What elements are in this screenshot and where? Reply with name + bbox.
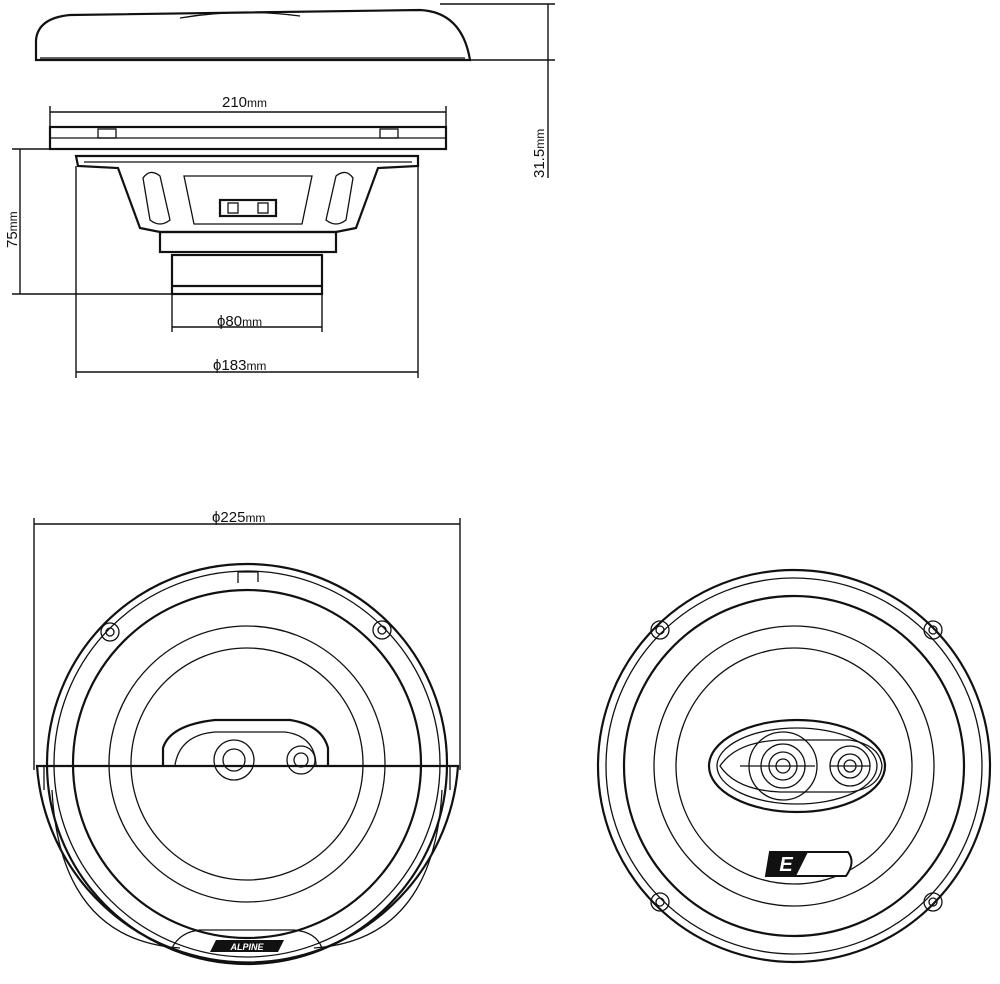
grille-diameter-dimension: ϕ225mm <box>33 509 461 770</box>
svg-text:31.5mm: 31.5mm <box>531 129 548 178</box>
magnet-diameter-unit: mm <box>242 315 262 329</box>
grille-side-profile <box>34 8 472 62</box>
brand-badge-text: ALPINE <box>229 942 264 952</box>
mount-width-dimension: 210mm <box>49 94 447 127</box>
mount-depth-unit: mm <box>6 211 20 231</box>
basket-diameter-dimension: ϕ183mm <box>75 166 419 378</box>
svg-text:ϕ80mm: ϕ80mm <box>217 313 262 330</box>
mount-width-value: 210 <box>222 94 247 111</box>
svg-text:ϕ225mm: ϕ225mm <box>212 509 265 526</box>
brand-badge: ALPINE <box>210 940 284 952</box>
mount-depth-dimension: 75mm <box>4 148 172 295</box>
magnet-diameter-value: ϕ80 <box>217 313 242 330</box>
basket-diameter-unit: mm <box>246 359 266 373</box>
series-badge-text: E <box>779 854 793 876</box>
grille-height-value: 31.5 <box>531 149 548 178</box>
grille-diameter-unit: mm <box>245 511 265 525</box>
svg-text:ϕ183mm: ϕ183mm <box>213 357 266 374</box>
svg-text:75mm: 75mm <box>4 211 21 248</box>
speaker-front-view <box>596 568 992 964</box>
svg-text:210mm: 210mm <box>222 94 267 111</box>
speaker-front-half-grille <box>35 562 460 966</box>
grille-height-unit: mm <box>533 129 547 149</box>
grille-height-dimension: 31.5mm <box>440 3 555 178</box>
mount-depth-value: 75 <box>4 231 21 248</box>
grille-diameter-value: ϕ225 <box>212 509 245 526</box>
magnet-diameter-dimension: ϕ80mm <box>171 294 323 332</box>
speaker-side-view <box>48 125 448 296</box>
basket-diameter-value: ϕ183 <box>213 357 246 374</box>
mount-width-unit: mm <box>247 96 267 110</box>
series-badge: E <box>764 851 853 877</box>
